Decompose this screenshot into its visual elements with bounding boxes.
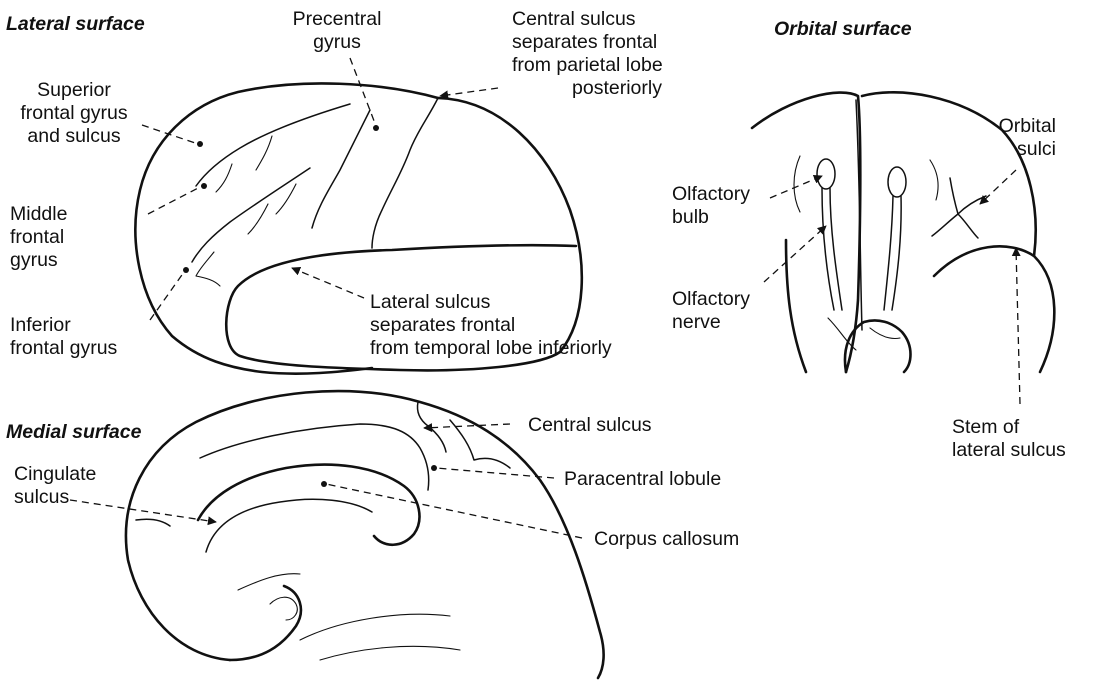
lateral-precentral-sulcus — [312, 110, 370, 228]
label-middle-frontal-gyrus: Middle frontal gyrus — [10, 203, 67, 272]
leader-central-sulcus-lateral — [440, 88, 498, 96]
superior-frontal-sulcus — [196, 104, 350, 186]
label-olfactory-bulb: Olfactory bulb — [672, 183, 750, 229]
leader-central-sulcus-medial — [424, 424, 510, 428]
superior-frontal-dot — [197, 141, 203, 147]
leader-precentral-gyrus — [350, 58, 376, 126]
orbital-temporal-pole — [934, 246, 1054, 372]
label-corpus-callosum: Corpus callosum — [594, 528, 739, 551]
label-precentral-gyrus: Precentral gyrus — [282, 8, 392, 54]
leader-lateral-sulcus — [292, 268, 364, 298]
corpus-callosum-dot — [321, 481, 327, 487]
paracentral-lobule-dot — [431, 465, 437, 471]
heading-lateral-surface: Lateral surface — [6, 13, 145, 36]
label-central-sulcus-medial: Central sulcus — [528, 414, 652, 437]
olfactory-bulb-right — [888, 167, 906, 197]
label-olfactory-nerve: Olfactory nerve — [672, 288, 750, 334]
label-paracentral-lobule: Paracentral lobule — [564, 468, 721, 491]
label-stem-of-lateral-sulcus: Stem of lateral sulcus — [952, 416, 1066, 462]
leader-superior-frontal — [142, 125, 198, 144]
label-central-sulcus-lateral: Central sulcus separates frontal from pa… — [512, 8, 663, 100]
label-cingulate-sulcus: Cingulate sulcus — [14, 463, 96, 509]
medial-temporal-outline — [230, 586, 301, 660]
label-orbital-sulci: Orbital sulci — [980, 115, 1056, 161]
label-superior-frontal-gyrus: Superior frontal gyrus and sulcus — [4, 79, 144, 148]
olfactory-tract-right — [884, 196, 901, 310]
medial-deep-structures — [238, 574, 460, 660]
leader-olfactory-nerve — [764, 226, 826, 282]
heading-medial-surface: Medial surface — [6, 421, 141, 444]
leader-orbital-sulci — [980, 170, 1016, 204]
orbital-sulci-mark — [932, 178, 986, 238]
olfactory-tract-left — [822, 188, 842, 310]
orbital-left-hemisphere — [752, 93, 860, 372]
label-inferior-frontal-gyrus: Inferior frontal gyrus — [10, 314, 117, 360]
corpus-callosum-outer — [198, 465, 419, 545]
olfactory-bulb-left — [817, 159, 835, 189]
lateral-central-sulcus — [372, 98, 438, 248]
corpus-callosum-inner — [206, 499, 372, 552]
inferior-frontal-sulcus — [192, 168, 310, 262]
label-lateral-sulcus: Lateral sulcus separates frontal from te… — [370, 291, 612, 360]
medial-minor-sulci — [136, 420, 510, 526]
inferior-frontal-dot — [183, 267, 189, 273]
heading-orbital-surface: Orbital surface — [774, 18, 912, 41]
leader-middle-frontal — [148, 186, 202, 214]
leader-stem-lateral-sulcus — [1016, 248, 1020, 404]
leader-corpus-callosum — [326, 484, 582, 538]
orbital-brainstem — [845, 320, 911, 372]
leader-paracentral-lobule — [436, 468, 554, 478]
leader-olfactory-bulb — [770, 176, 822, 198]
orbital-lower-left — [786, 240, 806, 372]
